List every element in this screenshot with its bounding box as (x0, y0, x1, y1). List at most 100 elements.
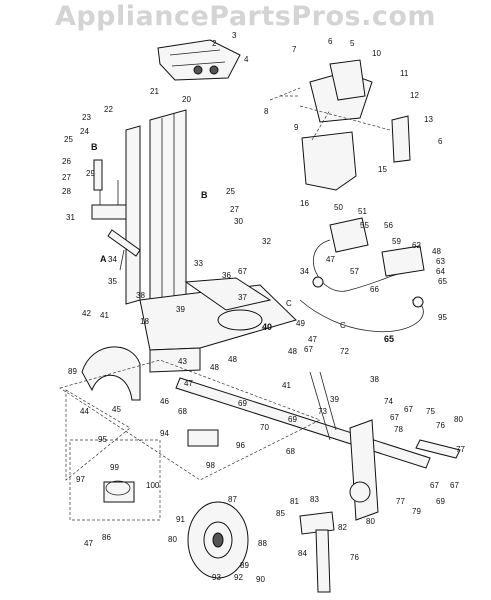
callout: 70 (260, 423, 269, 432)
callout: 28 (62, 187, 71, 196)
callout: 35 (108, 277, 117, 286)
callout: 80 (454, 415, 463, 424)
callout: 41 (282, 381, 291, 390)
callout: 88 (258, 539, 267, 548)
watermark: AppliancePartsPros.com (54, 1, 437, 32)
callout: 39 (176, 305, 185, 314)
callout: 48 (432, 247, 441, 256)
callout: 67 (430, 481, 439, 490)
callout: 48 (288, 347, 297, 356)
callout: 80 (366, 517, 375, 526)
callout: 69 (436, 497, 445, 506)
callout: 2 (212, 39, 217, 48)
callout: 76 (350, 553, 359, 562)
callout: 85 (276, 509, 285, 518)
callout: 89 (68, 367, 77, 376)
callout: 10 (372, 49, 381, 58)
callout: 95 (98, 435, 107, 444)
callout: 4 (244, 55, 249, 64)
callout: 95 (438, 313, 447, 322)
callout: 45 (112, 405, 121, 414)
callout: 12 (410, 91, 419, 100)
jack-stand (299, 511, 335, 593)
callout: 64 (436, 267, 445, 276)
callout: 55 (360, 221, 369, 230)
callout: 100 (146, 481, 160, 490)
callout: 81 (290, 497, 299, 506)
callout: 37 (238, 293, 247, 302)
callout: 11 (400, 69, 409, 78)
callout: B (201, 190, 208, 200)
callout: 51 (358, 207, 367, 216)
valve-handle (91, 159, 141, 271)
callout: 68 (178, 407, 187, 416)
callout: 65 (438, 277, 447, 286)
callout: 9 (294, 123, 299, 132)
callout: 97 (76, 475, 85, 484)
callout: 67 (304, 345, 313, 354)
right-bracket-group (280, 59, 411, 191)
callout: 84 (298, 549, 307, 558)
callout: 8 (264, 107, 269, 116)
callout: 31 (66, 213, 75, 222)
callout: 26 (62, 157, 71, 166)
callout: 15 (378, 165, 387, 174)
callout: 99 (110, 463, 119, 472)
callout: 73 (318, 407, 327, 416)
callout: 20 (182, 95, 191, 104)
callout: 57 (350, 267, 359, 276)
callout: 77 (396, 497, 405, 506)
callout: 50 (334, 203, 343, 212)
callout: 43 (178, 357, 187, 366)
callout: 83 (310, 495, 319, 504)
callout: 21 (150, 87, 159, 96)
callout: 82 (338, 523, 347, 532)
callout: A (100, 254, 107, 264)
callout: 67 (390, 413, 399, 422)
callout: 27 (230, 205, 239, 214)
callout: 63 (436, 257, 445, 266)
callout: 47 (326, 255, 335, 264)
callout-circle (105, 480, 131, 496)
callout: 18 (140, 317, 149, 326)
callout: 38 (370, 375, 379, 384)
callout: 36 (222, 271, 231, 280)
callout: 74 (384, 397, 393, 406)
callout: 69 (288, 415, 297, 424)
callout: 39 (330, 395, 339, 404)
callout: 49 (296, 319, 305, 328)
callout: 62 (412, 241, 421, 250)
callout: 48 (228, 355, 237, 364)
chassis (139, 277, 297, 373)
callout: 79 (412, 507, 421, 516)
callout: 90 (256, 575, 265, 584)
callout: 67 (450, 481, 459, 490)
callout: 80 (168, 535, 177, 544)
fender (81, 346, 141, 401)
callout: 94 (160, 429, 169, 438)
callout: 59 (392, 237, 401, 246)
hose-assembly (299, 217, 425, 333)
callout-labels: 2 3 4 5 6 7 8 9 10 11 12 13 6 15 16 21 2… (62, 31, 465, 584)
callout: 48 (210, 363, 219, 372)
callout: 96 (236, 441, 245, 450)
callout: 34 (108, 255, 117, 264)
callout: 25 (64, 135, 73, 144)
callout: 33 (194, 259, 203, 268)
callout: 42 (82, 309, 91, 318)
callout: 69 (238, 399, 247, 408)
callout: 44 (80, 407, 89, 416)
callout: 27 (62, 173, 71, 182)
callout: B (91, 142, 98, 152)
wheel (187, 501, 249, 579)
callout: 16 (300, 199, 309, 208)
lower-left-brackets (65, 389, 219, 521)
callout: 24 (80, 127, 89, 136)
callout: 34 (300, 267, 309, 276)
callout: 66 (370, 285, 379, 294)
callout: 78 (394, 425, 403, 434)
callout: 91 (176, 515, 185, 524)
callout: C (286, 299, 292, 308)
callout: 40 (262, 322, 272, 332)
